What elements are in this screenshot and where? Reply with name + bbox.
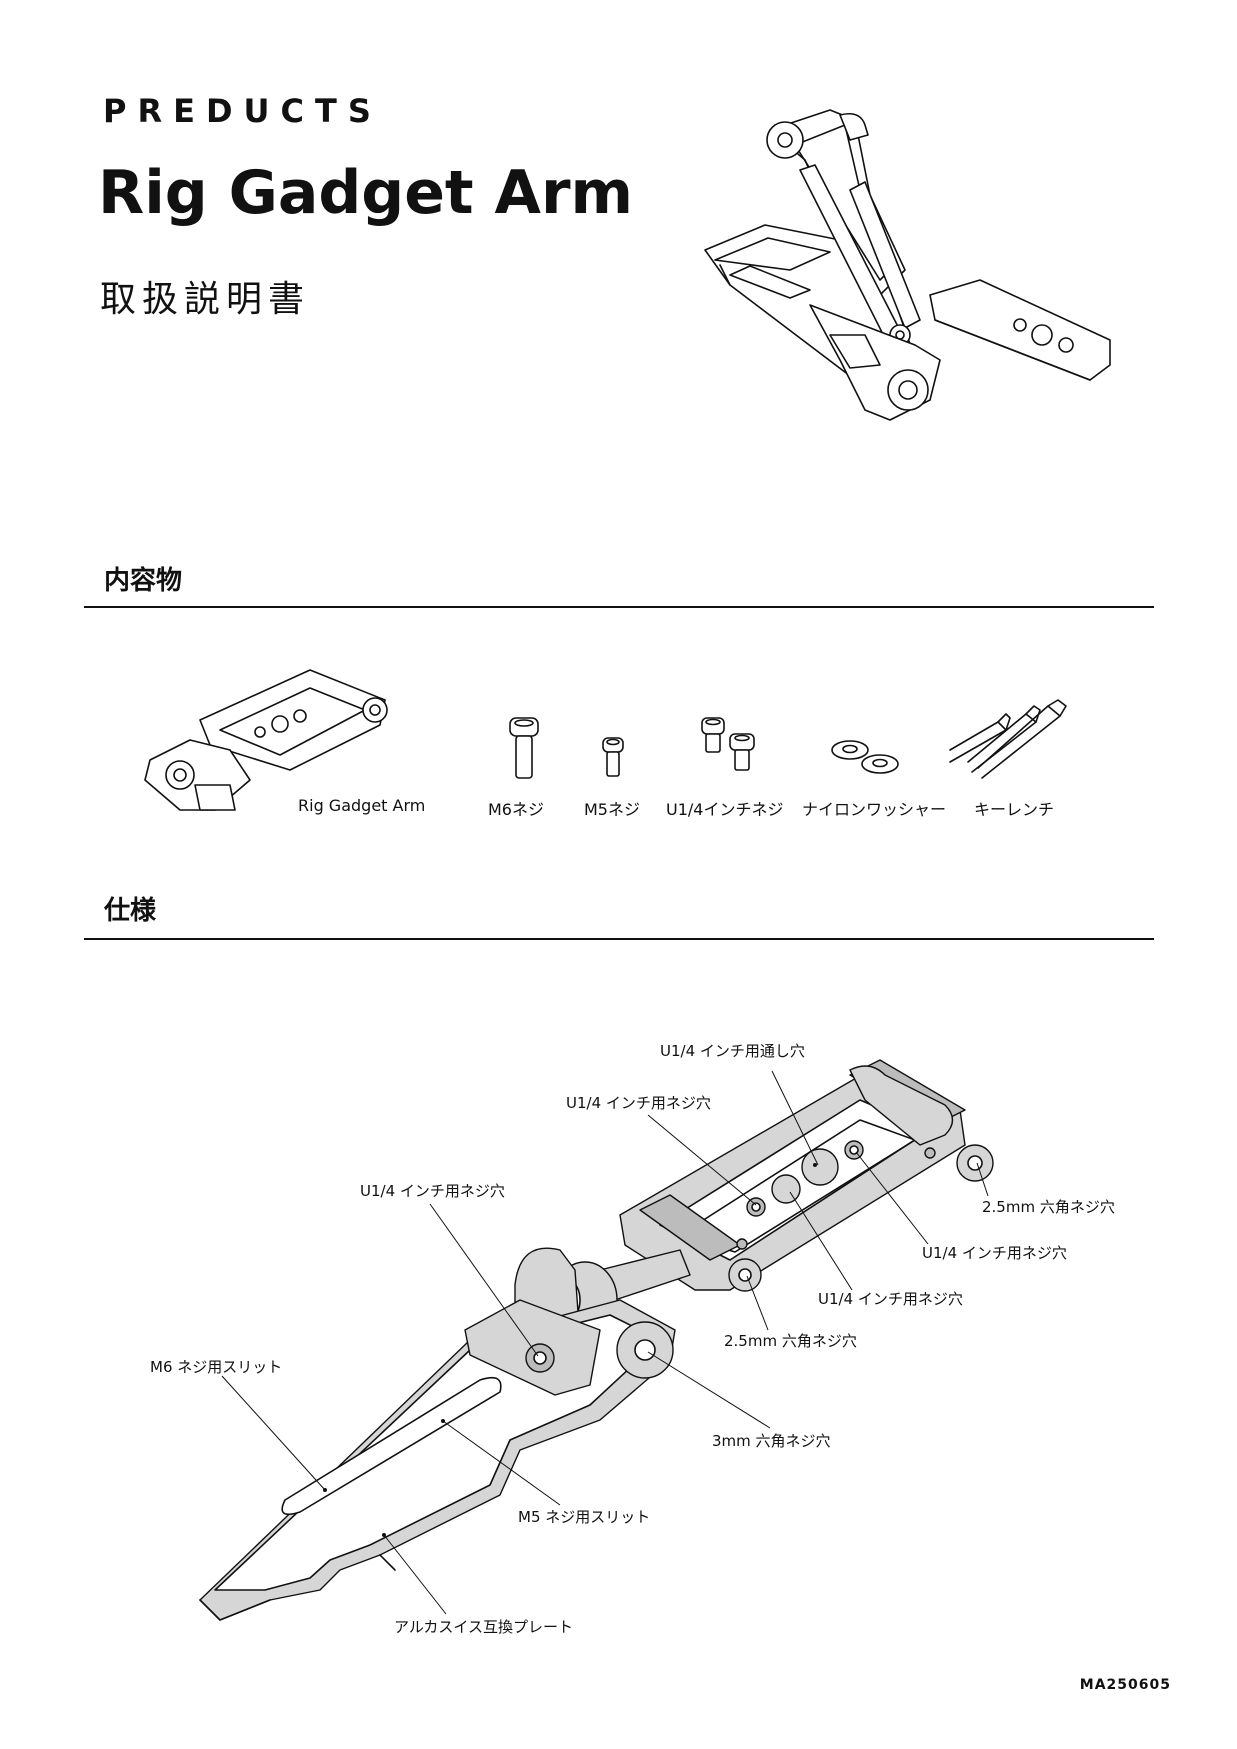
product-title: Rig Gadget Arm [98, 158, 634, 228]
label-u14-tap-right: U1/4 インチ用ネジ穴 [922, 1244, 1067, 1262]
label-m5-slit: M5 ネジ用スリット [518, 1508, 651, 1526]
label-hex-25-right: 2.5mm 六角ネジ穴 [982, 1198, 1115, 1216]
section-heading-contents: 内容物 [104, 566, 183, 596]
contents-label-u14: U1/4インチネジ [666, 800, 784, 819]
document-code: MA250605 [1079, 1677, 1171, 1693]
arm-folded-icon [144, 669, 388, 811]
document-subtitle: 取扱説明書 [100, 279, 311, 320]
m6-screw-icon [509, 717, 539, 779]
u14-screw-icon [701, 717, 755, 771]
label-hex-25-mid: 2.5mm 六角ネジ穴 [724, 1332, 857, 1350]
label-u14-tap-left: U1/4 インチ用ネジ穴 [360, 1182, 505, 1200]
label-m6-slit: M6 ネジ用スリット [150, 1358, 283, 1376]
section-divider [84, 938, 1154, 940]
key-wrench-icon [949, 699, 1067, 779]
section-heading-specs: 仕様 [104, 896, 157, 926]
m5-screw-icon [602, 737, 624, 777]
label-u14-tap-top: U1/4 インチ用ネジ穴 [566, 1094, 711, 1112]
label-arca-plate: アルカスイス互換プレート [394, 1618, 573, 1636]
contents-label-washer: ナイロンワッシャー [802, 800, 947, 819]
nylon-washer-icon [831, 740, 899, 774]
label-hex-3: 3mm 六角ネジ穴 [712, 1432, 831, 1450]
section-divider [84, 606, 1154, 608]
brand-name: PREDUCTS [103, 92, 382, 130]
hero-illustration [704, 109, 1111, 421]
contents-label-wrench: キーレンチ [974, 800, 1055, 819]
label-u14-through-hole: U1/4 インチ用通し穴 [660, 1042, 805, 1060]
contents-label-m5: M5ネジ [584, 800, 640, 819]
contents-label-m6: M6ネジ [488, 800, 544, 819]
label-u14-tap-mid: U1/4 インチ用ネジ穴 [818, 1290, 963, 1308]
contents-label-arm: Rig Gadget Arm [298, 796, 426, 815]
